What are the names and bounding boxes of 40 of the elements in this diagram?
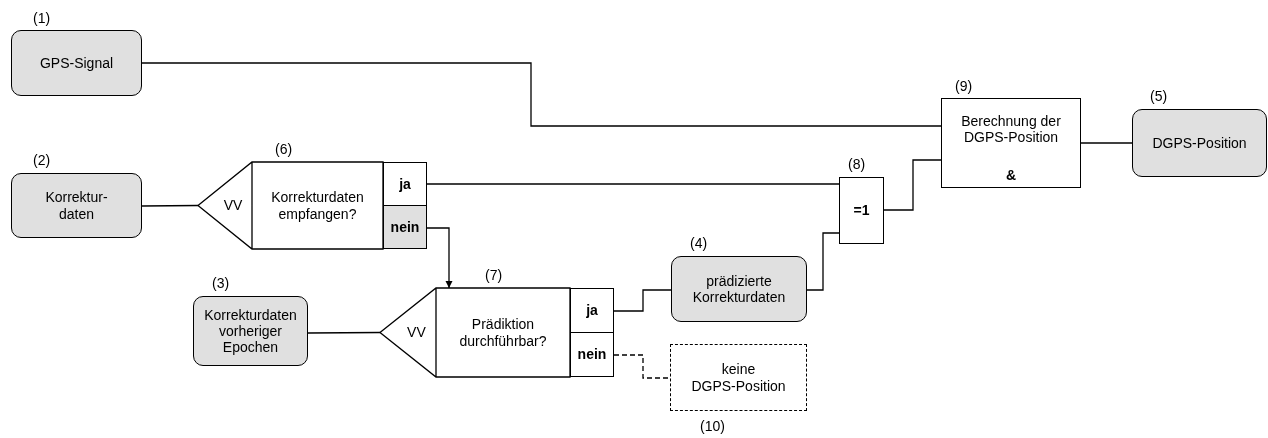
callout-number: (8)	[848, 156, 866, 172]
connector-line	[883, 159, 942, 211]
answer-cell: ja	[383, 162, 427, 206]
decision-block	[198, 162, 427, 249]
callout-number: (4)	[690, 235, 708, 251]
answer-cell: ja	[570, 288, 614, 333]
rounded-box: prädizierte Korrekturdaten	[671, 256, 807, 322]
question-text: Prädiktion durchführbar?	[458, 315, 548, 351]
connector-line	[806, 232, 840, 291]
connector-line	[1080, 142, 1133, 144]
callout-number: (2)	[33, 152, 51, 168]
operator-label: &	[1005, 166, 1017, 183]
callout-number: (10)	[700, 418, 725, 434]
callout-number: (7)	[485, 267, 503, 283]
dashed-box: keine DGPS-Position	[670, 344, 807, 411]
connector-line	[141, 204, 199, 207]
callout-number: (1)	[33, 10, 51, 26]
callout-number: (9)	[955, 78, 973, 94]
callout-number: (3)	[212, 275, 230, 291]
connector-line	[426, 183, 840, 185]
process-text: Berechnung der DGPS-Position	[960, 113, 1062, 146]
answer-cell: nein	[383, 204, 427, 249]
answer-cell: nein	[570, 331, 614, 377]
logic-gate-box: =1	[839, 177, 884, 244]
connector-line	[307, 331, 381, 334]
connector-line	[141, 62, 942, 127]
callout-number: (5)	[1150, 88, 1168, 104]
connector-line	[613, 289, 672, 312]
question-text: Korrekturdaten empfangen?	[270, 188, 365, 224]
rounded-box: DGPS-Position	[1132, 109, 1267, 177]
operator-label: VV	[406, 323, 427, 343]
process-box	[941, 98, 1081, 188]
rounded-box: GPS-Signal	[11, 30, 142, 96]
operator-label: VV	[222, 196, 244, 216]
arrow	[426, 227, 453, 289]
rounded-box: Korrektur- daten	[11, 173, 142, 238]
rounded-box: Korrekturdaten vorheriger Epochen	[193, 296, 308, 366]
callout-number: (6)	[275, 141, 293, 157]
dashed-connector	[613, 354, 671, 379]
decision-block	[380, 288, 614, 377]
